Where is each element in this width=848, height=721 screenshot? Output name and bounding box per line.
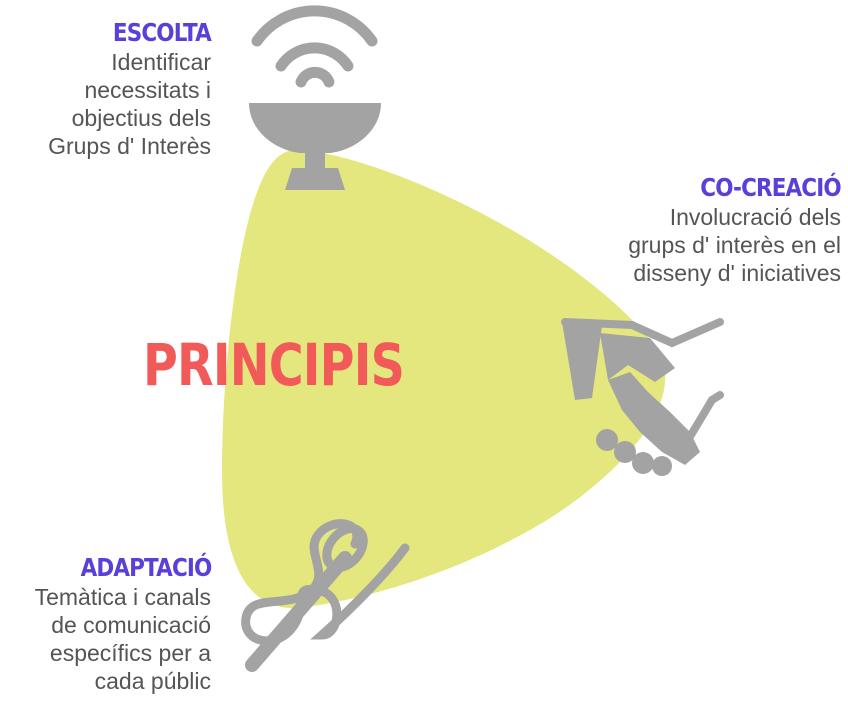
principle-description: Temàtica i canals de comunicació específ… (34, 584, 211, 694)
satellite-dish-icon (249, 5, 381, 190)
principle-description: Involucració dels grups d' interès en el… (628, 204, 841, 286)
principle-co-creacio: CO-CREACIÓ Involucració dels grups d' in… (628, 173, 842, 287)
principle-heading: CO-CREACIÓ (700, 173, 841, 202)
principle-description: Identificar necessitats i objectius dels… (48, 49, 211, 159)
diagram-title: PRINCIPIS (143, 331, 405, 399)
principle-heading: ADAPTACIÓ (80, 553, 212, 582)
triangle-shape (222, 150, 666, 609)
principle-heading: ESCOLTA (113, 18, 212, 47)
principle-adaptacio: ADAPTACIÓ Temàtica i canals de comunicac… (34, 553, 212, 695)
needle-thread-icon (241, 519, 410, 672)
handshake-icon (561, 318, 724, 476)
principle-escolta: ESCOLTA Identificar necessitats i object… (48, 18, 212, 160)
